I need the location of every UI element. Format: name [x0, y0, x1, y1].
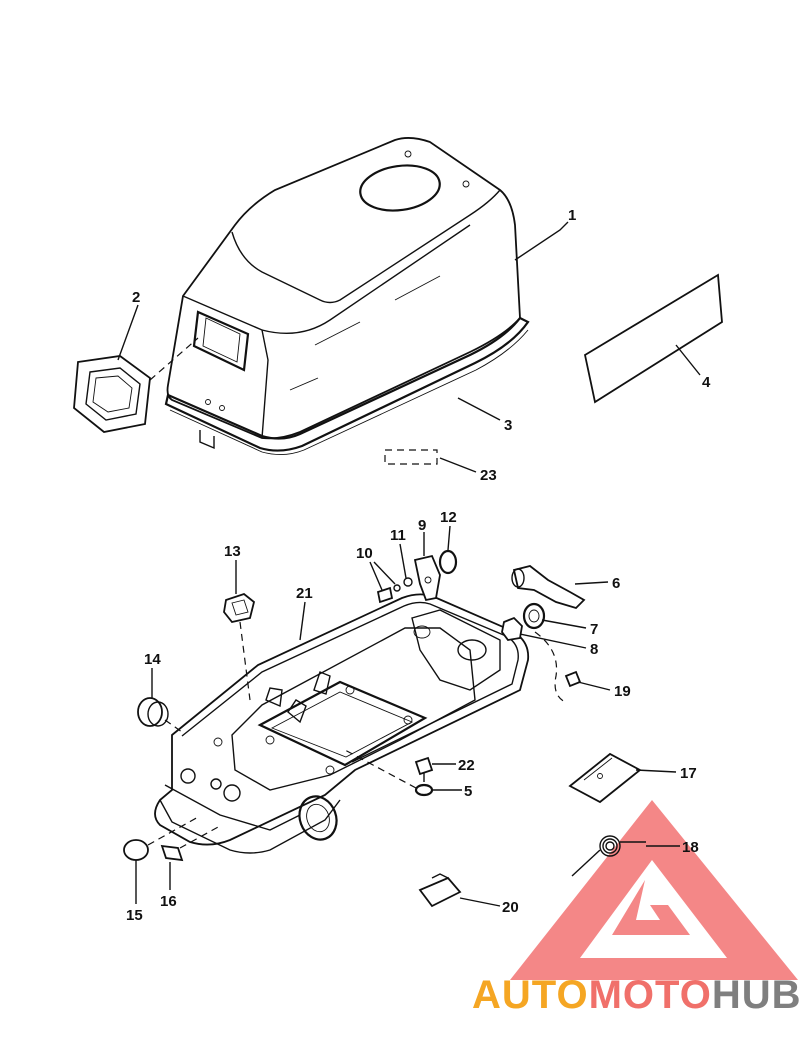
cover-17 [568, 752, 642, 804]
callout-17: 17 [680, 765, 697, 782]
callout-11: 11 [390, 527, 406, 544]
watermark-moto: MOTO [589, 973, 712, 1017]
callout-9: 9 [418, 517, 426, 534]
latch-bracket [413, 554, 441, 602]
watermark-text: AUTOMOTOHUB [472, 973, 800, 1017]
decal [583, 273, 723, 404]
callout-23: 23 [480, 467, 497, 484]
callout-6: 6 [612, 575, 620, 592]
plug-15 [123, 839, 149, 861]
lever-bushing [522, 602, 546, 630]
bracket-16 [160, 844, 184, 862]
callout-18: 18 [682, 839, 699, 856]
callout-14: 14 [144, 651, 161, 668]
plug-20 [418, 873, 462, 908]
clip-19 [564, 670, 582, 688]
callout-3: 3 [504, 417, 512, 434]
watermark-hub: HUB [712, 973, 800, 1017]
latch-washer [438, 549, 458, 575]
callout-5: 5 [464, 783, 472, 800]
washer-5 [414, 783, 434, 797]
callout-1: 1 [568, 207, 576, 224]
callout-22: 22 [458, 757, 475, 774]
watermark-auto: AUTO [472, 973, 589, 1017]
logo-triangle [510, 800, 798, 980]
intake-grommet [73, 355, 151, 433]
latch-screw [376, 586, 394, 604]
automotohub-logo [510, 800, 798, 980]
callout-10: 10 [356, 545, 373, 562]
screw-22 [414, 756, 434, 782]
callout-12: 12 [440, 509, 457, 526]
callout-13: 13 [224, 543, 241, 560]
callout-8: 8 [590, 641, 598, 658]
hidden-part-23 [384, 449, 438, 465]
callout-19: 19 [614, 683, 631, 700]
grommet-13 [223, 592, 256, 624]
plug-14 [137, 697, 169, 727]
lock-washer [393, 577, 413, 592]
lever-seal [501, 616, 523, 641]
spring-18 [571, 835, 646, 877]
callout-15: 15 [126, 907, 143, 924]
callout-2: 2 [132, 289, 140, 306]
callout-21: 21 [296, 585, 313, 602]
engine-cowl-bottom [154, 593, 530, 854]
callout-7: 7 [590, 621, 598, 638]
callout-20: 20 [502, 899, 519, 916]
latch-lever [511, 565, 586, 610]
callout-4: 4 [702, 374, 711, 391]
engine-cowl-top [164, 137, 530, 455]
callout-16: 16 [160, 893, 177, 910]
